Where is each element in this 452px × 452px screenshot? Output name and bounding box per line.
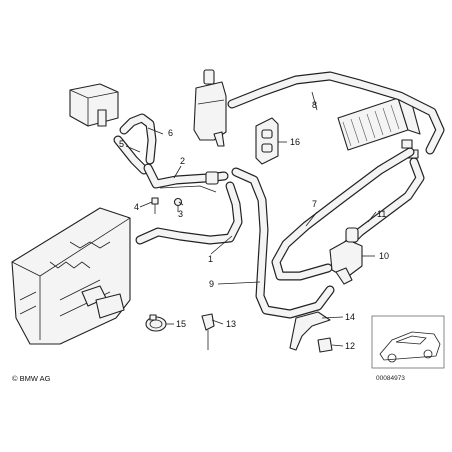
callout-labels: 6 5 2 4 3 1 8 16 7 11 10 9 14 12 13 15	[119, 100, 389, 351]
brand-copyright: © BMW AG	[12, 374, 51, 383]
callout-1: 1	[208, 254, 213, 264]
callout-12: 12	[345, 341, 355, 351]
engine-block	[11, 207, 131, 345]
screw-3	[173, 197, 183, 212]
callout-4: 4	[134, 202, 139, 212]
expansion-tank	[193, 69, 227, 147]
callout-8: 8	[312, 100, 317, 110]
callout-11: 11	[377, 209, 386, 219]
control-box	[69, 83, 119, 127]
leader-lines	[125, 91, 377, 347]
callout-9: 9	[209, 279, 214, 289]
callout-7: 7	[312, 199, 317, 209]
callout-16: 16	[290, 137, 300, 147]
callout-5: 5	[119, 139, 124, 149]
callout-14: 14	[345, 312, 355, 322]
callout-13: 13	[226, 319, 236, 329]
callout-2: 2	[180, 156, 185, 166]
callout-15: 15	[176, 319, 186, 329]
callout-6: 6	[168, 128, 173, 138]
clip-12	[317, 337, 333, 353]
callout-10: 10	[379, 251, 389, 261]
bolt-4	[151, 197, 159, 214]
hose-clip-13	[201, 313, 215, 350]
bracket-16	[255, 117, 279, 165]
vehicle-thumbnail	[371, 315, 445, 369]
hose-clamp-15	[145, 314, 167, 332]
callout-3: 3	[178, 209, 183, 219]
diagram-code: 00084973	[376, 375, 405, 382]
water-valve	[329, 227, 363, 285]
bracket-14	[289, 311, 331, 351]
